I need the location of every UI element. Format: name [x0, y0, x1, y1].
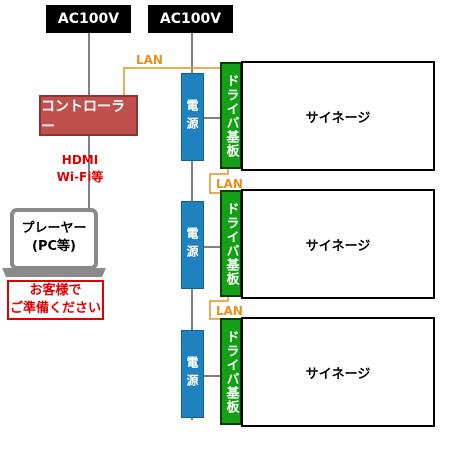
driver-label-3: ドライバ基板	[223, 329, 239, 414]
player-label: プレーヤー (PC等)	[14, 220, 94, 256]
signage-panel-2: サイネージ	[241, 189, 435, 299]
power-supply-2: 電源	[181, 201, 204, 289]
driver-board-2: ドライバ基板	[220, 190, 242, 297]
prepare-note: お客様で ご準備ください	[7, 280, 104, 320]
signage-panel-1: サイネージ	[241, 61, 435, 171]
note-line-1: お客様で	[29, 283, 82, 298]
lan-label-2: LAN	[216, 177, 243, 191]
connection-line-1: HDMI	[61, 153, 99, 167]
power-supply-1: 電源	[181, 73, 204, 161]
power-label-3: 電源	[185, 356, 199, 392]
controller-box: コントローラー	[39, 95, 138, 136]
player-line-2: (PC等)	[32, 239, 76, 254]
driver-label-1: ドライバ基板	[223, 73, 239, 158]
power-label-1: 電源	[185, 99, 199, 135]
signage-panel-3: サイネージ	[241, 317, 435, 427]
connection-label: HDMI Wi-Fi等	[30, 152, 130, 186]
driver-board-1: ドライバ基板	[220, 62, 242, 169]
ac-power-left: AC100V	[46, 5, 131, 33]
lan-label-1: LAN	[136, 53, 163, 67]
player-line-1: プレーヤー	[21, 221, 87, 236]
lan-label-3: LAN	[216, 304, 243, 318]
driver-label-2: ドライバ基板	[223, 201, 239, 286]
laptop-icon	[2, 208, 106, 277]
connection-line-2: Wi-Fi等	[56, 170, 104, 184]
ac-power-right: AC100V	[148, 5, 233, 33]
power-supply-3: 電源	[181, 330, 204, 418]
driver-board-3: ドライバ基板	[220, 318, 242, 425]
power-label-2: 電源	[185, 227, 199, 263]
note-line-2: ご準備ください	[9, 301, 101, 316]
